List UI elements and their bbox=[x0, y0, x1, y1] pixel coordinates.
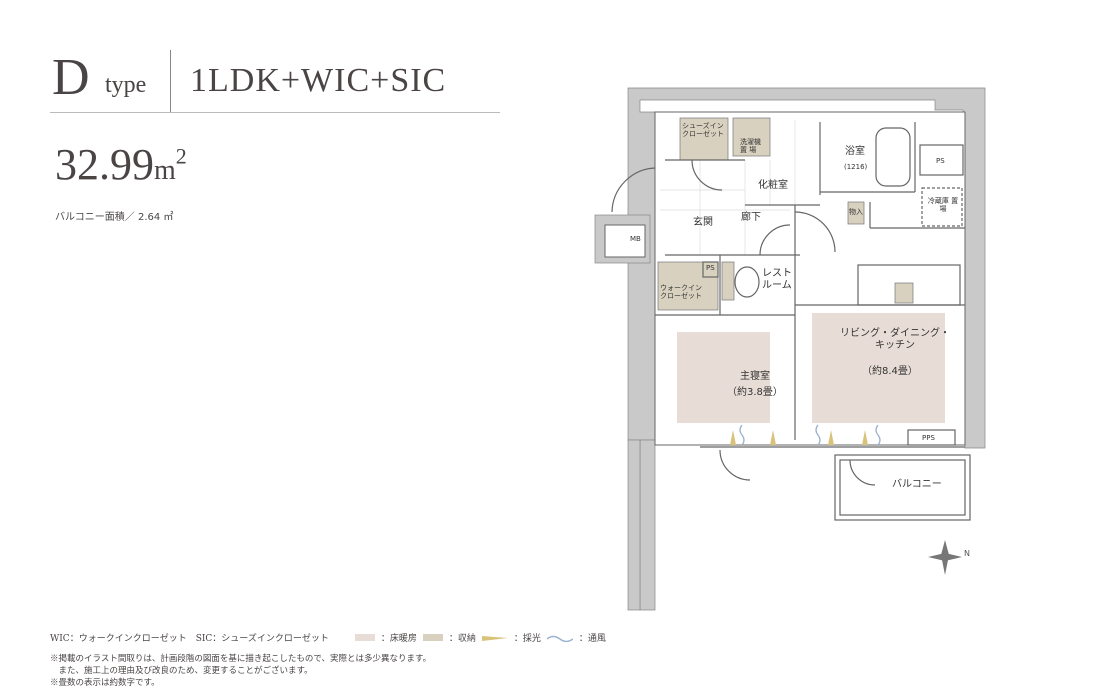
room-vanity: 化粧室 bbox=[758, 180, 788, 191]
plan-name: 1LDK+WIC+SIC bbox=[190, 62, 447, 99]
legend: WIC：ウォークインクローゼット SIC：シューズインクローゼット ：床暖房 ：… bbox=[50, 631, 606, 644]
legend-ventilation: ：通風 bbox=[578, 634, 606, 644]
room-bedroom: 主寝室 bbox=[740, 371, 770, 382]
note-3: ※畳数の表示は約数字です。 bbox=[50, 678, 160, 688]
floor-heating-swatch bbox=[354, 634, 375, 641]
room-fridge: 冷蔵庫 置 場 bbox=[927, 197, 959, 214]
legend-storage: ：収納 bbox=[448, 634, 476, 644]
legend-floor-heating: ：床暖房 bbox=[380, 634, 417, 644]
area-sup: 2 bbox=[175, 143, 187, 169]
room-entrance: 玄関 bbox=[693, 217, 713, 228]
area-unit: m bbox=[154, 155, 176, 186]
room-hall: 廊下 bbox=[741, 212, 761, 223]
legend-abbr: WIC：ウォークインクローゼット SIC：シューズインクローゼット bbox=[50, 634, 329, 644]
divider bbox=[170, 50, 171, 112]
room-bath-size: (1216) bbox=[844, 163, 868, 171]
room-mb: MB bbox=[630, 235, 641, 243]
room-ps2: PS bbox=[706, 264, 715, 272]
floor-area: 32.99m2 bbox=[55, 143, 187, 187]
note-1: ※掲載のイラスト間取りは、計画段階の図面を基に描き起こしたもので、実際とは多少異… bbox=[50, 654, 432, 664]
legend-light: ：採光 bbox=[513, 634, 541, 644]
room-sic: シューズイン クローゼット bbox=[682, 122, 724, 139]
room-bath: 浴室 bbox=[845, 146, 865, 157]
compass-icon bbox=[928, 540, 962, 575]
light-icon bbox=[481, 635, 508, 641]
room-balcony: バルコニー bbox=[892, 479, 942, 490]
room-bedroom-size: （約3.8畳） bbox=[727, 387, 783, 398]
svg-text:N: N bbox=[964, 549, 970, 558]
balcony-area: バルコニー面積／ 2.64 ㎡ bbox=[55, 212, 174, 223]
room-ldk-size: （約8.4畳） bbox=[862, 366, 918, 377]
storage-swatch bbox=[422, 634, 443, 641]
room-wic: ウォークイン クローゼット bbox=[660, 284, 702, 301]
room-restroom: レスト ルーム bbox=[762, 268, 792, 291]
room-storage: 物入 bbox=[849, 208, 863, 216]
area-value: 32.99 bbox=[55, 140, 154, 189]
room-pps: PPS bbox=[922, 434, 935, 442]
ventilation-icon bbox=[546, 635, 573, 642]
room-ldk: リビング・ダイニング・ キッチン bbox=[840, 328, 950, 351]
room-ps: PS bbox=[936, 157, 945, 165]
type-word: type bbox=[105, 72, 147, 98]
room-washer: 洗濯機 置 場 bbox=[740, 138, 761, 155]
type-letter: D bbox=[52, 49, 90, 106]
header-rule bbox=[50, 112, 500, 113]
note-2: また、施工上の理由及び改良のため、変更することがございます。 bbox=[50, 666, 313, 676]
